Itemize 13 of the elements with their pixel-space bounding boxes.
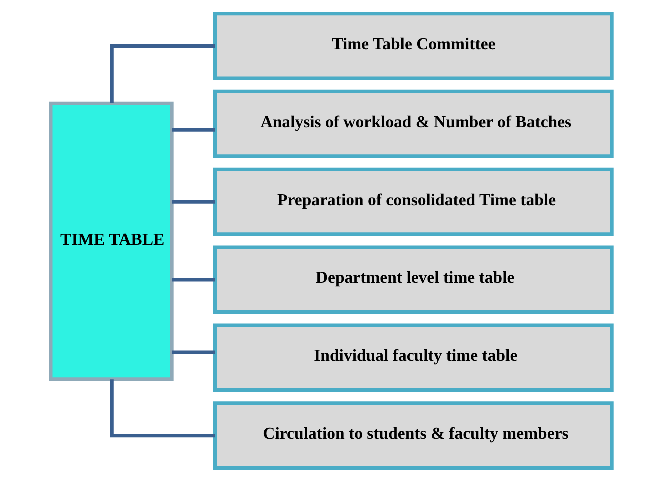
node-box: TIME TABLE — [49, 101, 174, 381]
connector — [110, 44, 216, 103]
node-box: Department level time table — [213, 245, 614, 314]
connector — [172, 278, 216, 282]
connector — [110, 379, 216, 438]
node-box: Preparation of consolidated Time table — [213, 167, 614, 236]
node-box: Analysis of workload & Number of Batches — [213, 89, 614, 158]
connector — [172, 200, 216, 204]
node-box: Circulation to students & faculty members — [213, 401, 614, 470]
connector — [172, 350, 216, 354]
node-box: Time Table Committee — [213, 12, 614, 80]
connector — [172, 128, 216, 132]
node-box: Individual faculty time table — [213, 323, 614, 392]
